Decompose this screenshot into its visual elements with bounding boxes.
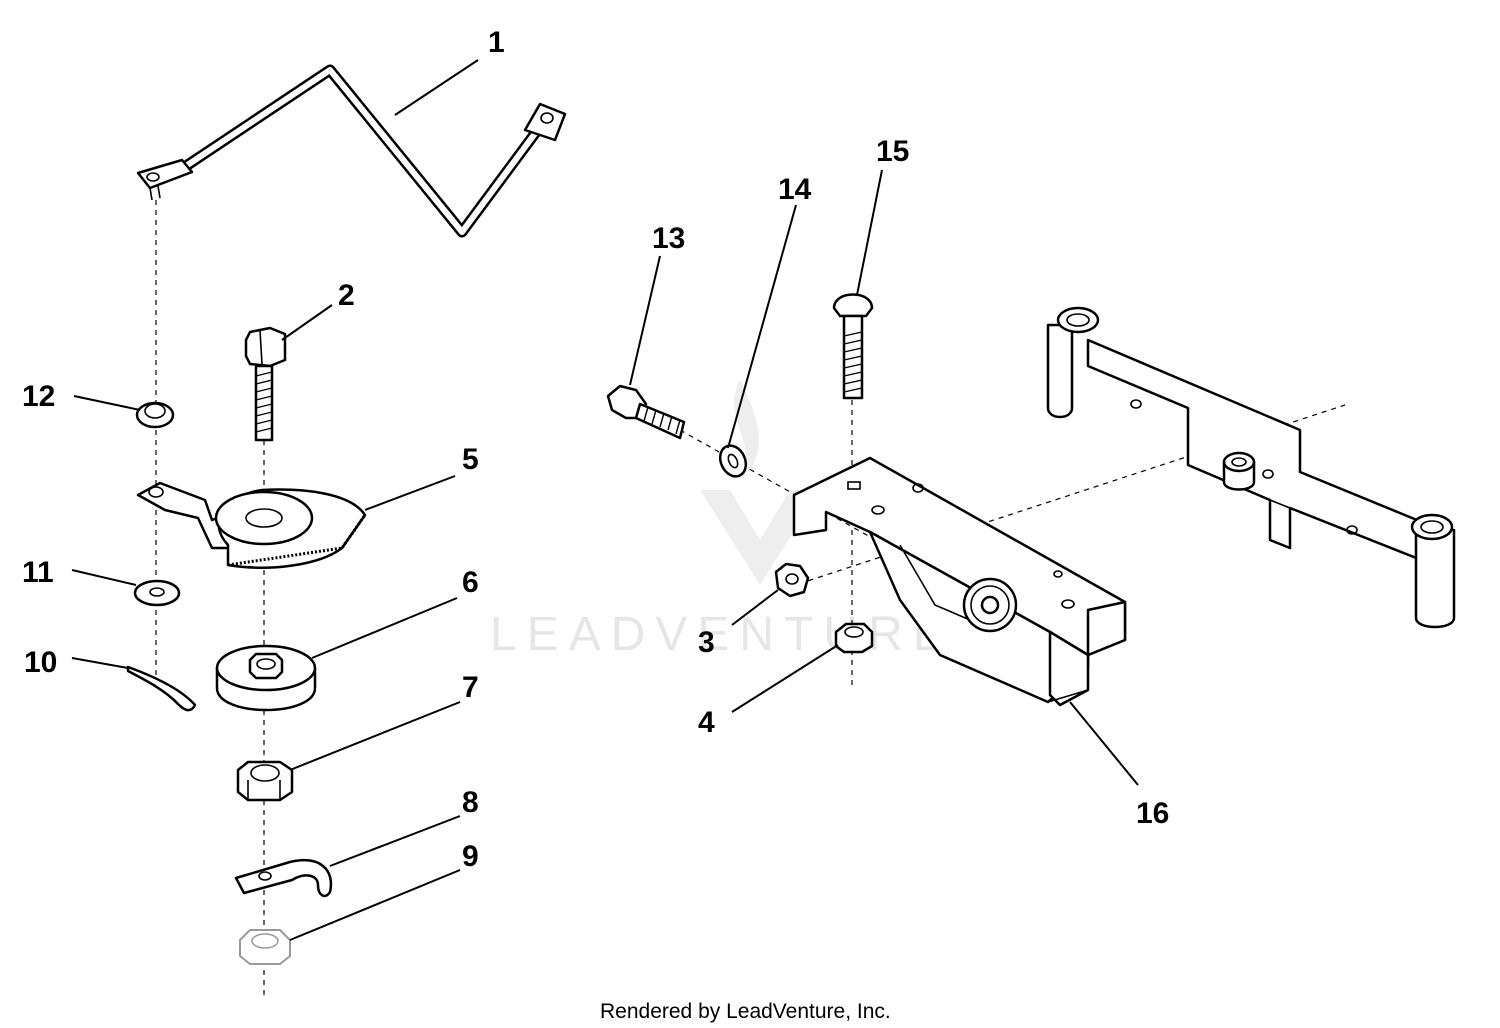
part-14-washer <box>718 444 748 478</box>
callout-16: 16 <box>1136 797 1169 830</box>
part-5-toothed-bracket <box>136 481 367 569</box>
callout-5: 5 <box>462 443 479 476</box>
watermark-logo-icon <box>700 380 820 585</box>
callout-3: 3 <box>698 626 715 659</box>
leader-lines <box>71 59 1139 941</box>
footer-credit: Rendered by LeadVenture, Inc. <box>600 1000 891 1023</box>
callout-8: 8 <box>462 786 479 819</box>
part-3-hex-nut <box>774 562 810 598</box>
part-16-mounting-bracket <box>792 456 1127 707</box>
callout-7: 7 <box>462 671 479 704</box>
callout-14: 14 <box>778 173 812 206</box>
callout-6: 6 <box>462 566 479 599</box>
assembly-axes <box>155 200 1346 995</box>
callout-11: 11 <box>22 556 54 589</box>
callout-2: 2 <box>338 279 355 312</box>
part-10-cotter-pin <box>126 665 197 712</box>
callout-9: 9 <box>462 840 479 873</box>
watermark-text: LEADVENTURE <box>490 608 955 661</box>
part-6-spacer <box>215 644 317 712</box>
callout-4: 4 <box>698 706 715 739</box>
part-8-clip <box>234 859 333 898</box>
part-15-carriage-bolt <box>832 293 874 400</box>
part-12-flange-nut <box>135 401 175 429</box>
part-9-nut <box>239 929 291 965</box>
part-1-control-rod <box>136 64 567 238</box>
part-2-hex-bolt <box>244 326 287 442</box>
axle-bar <box>1046 306 1456 629</box>
part-4-flange-nut <box>834 622 874 654</box>
callout-15: 15 <box>876 135 909 168</box>
part-13-hex-bolt <box>606 384 686 440</box>
callout-10: 10 <box>24 646 57 679</box>
part-7-hex-nut <box>236 760 294 802</box>
part-11-washer <box>133 579 181 607</box>
callout-12: 12 <box>22 380 55 413</box>
callout-1: 1 <box>488 26 505 59</box>
callout-labels: 1 2 3 4 5 6 7 8 9 10 11 12 13 14 15 16 <box>22 26 1169 873</box>
callout-13: 13 <box>652 222 685 255</box>
